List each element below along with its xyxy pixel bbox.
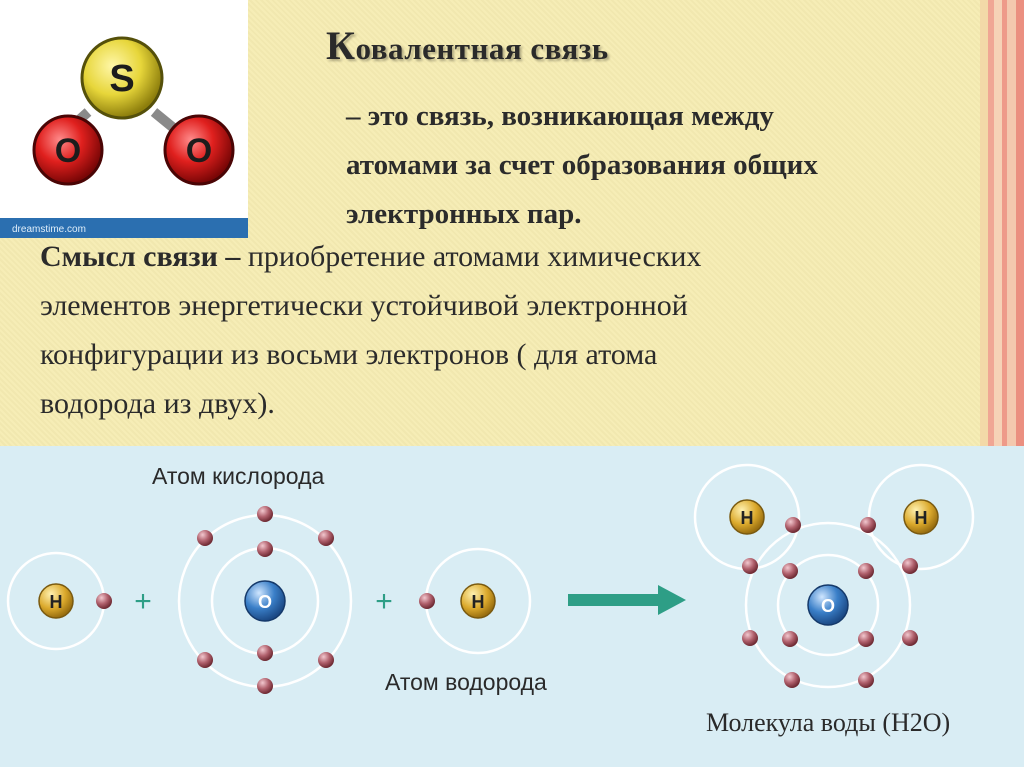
electron [318, 652, 334, 668]
electron [197, 530, 213, 546]
oxygen-label-right: O [186, 132, 212, 170]
electron [860, 517, 876, 533]
meaning-line-4: водорода из двух). [40, 387, 275, 420]
hydrogen-symbol-right: Н [472, 592, 485, 612]
electron [742, 630, 758, 646]
oxygen-atom-caption: Атом кислорода [152, 463, 324, 489]
oxygen-atom-right [163, 114, 235, 186]
watermark-bar [0, 218, 248, 238]
hydrogen-atom-caption: Атом водорода [385, 669, 547, 695]
electron [858, 672, 874, 688]
hydrogen-atom-right: Н [419, 547, 532, 655]
water-molecule: О Н Н [693, 463, 975, 689]
electron [858, 563, 874, 579]
reaction-arrow [568, 585, 686, 615]
meaning-paragraph: Смысл связи – приобретение атомами химич… [40, 232, 970, 428]
electron [902, 630, 918, 646]
electron [257, 645, 273, 661]
hydrogen-atom-left: Н [6, 551, 112, 651]
electron [782, 563, 798, 579]
plus-sign-1: + [134, 585, 152, 618]
definition-line-1: – это связь, возникающая между [346, 100, 774, 132]
title-rest: овалентная связь [355, 31, 609, 66]
electron [257, 541, 273, 557]
meaning-label: Смысл связи – [40, 240, 241, 273]
water-formation-diagram: Атом кислорода Атом водорода Молекула во… [0, 446, 1024, 767]
electron [902, 558, 918, 574]
page-title: Ковалентная связь [326, 22, 609, 69]
definition-text: – это связь, возникающая между атомами з… [346, 92, 1006, 239]
electron [318, 530, 334, 546]
oxygen-nucleus [244, 580, 286, 622]
plus-sign-2: + [375, 585, 393, 618]
hydrogen-nucleus-right [460, 583, 496, 619]
definition-line-3: электронных пар. [346, 198, 582, 230]
hydrogen-nucleus-left [38, 583, 74, 619]
watermark-text: dreamstime.com [12, 224, 86, 235]
electron [197, 652, 213, 668]
water-hydrogen-nucleus-left [729, 499, 765, 535]
sulfur-atom [80, 36, 164, 120]
electron [419, 593, 435, 609]
water-oxygen-nucleus [807, 584, 849, 626]
hydrogen-symbol-left: Н [50, 592, 63, 612]
sulfur-label: S [109, 58, 134, 100]
electron [257, 678, 273, 694]
electron [257, 506, 273, 522]
electron [784, 672, 800, 688]
water-oxygen-symbol: О [821, 596, 835, 616]
oxygen-symbol: О [258, 592, 272, 612]
oxygen-atom: О [177, 506, 353, 694]
electron [742, 558, 758, 574]
meaning-line-1-rest: приобретение атомами химических [240, 240, 702, 273]
electron [96, 593, 112, 609]
definition-line-2: атомами за счет образования общих [346, 149, 818, 181]
meaning-line-1: Смысл связи – приобретение атомами химич… [40, 232, 970, 281]
water-molecule-caption: Молекула воды (Н2О) [706, 708, 950, 737]
water-hydrogen-symbol-right: Н [915, 508, 928, 528]
water-hydrogen-symbol-left: Н [741, 508, 754, 528]
oxygen-label-left: O [55, 132, 81, 170]
oxygen-atom-left [32, 114, 104, 186]
water-hydrogen-nucleus-right [903, 499, 939, 535]
meaning-line-2: элементов энергетически устойчивой элект… [40, 289, 688, 322]
title-first-letter: К [326, 23, 356, 68]
so2-molecule-image: S O O dreamstime.com [0, 0, 248, 238]
meaning-line-3: конфигурации из восьми электронов ( для … [40, 338, 658, 371]
electron [785, 517, 801, 533]
electron [858, 631, 874, 647]
electron [782, 631, 798, 647]
